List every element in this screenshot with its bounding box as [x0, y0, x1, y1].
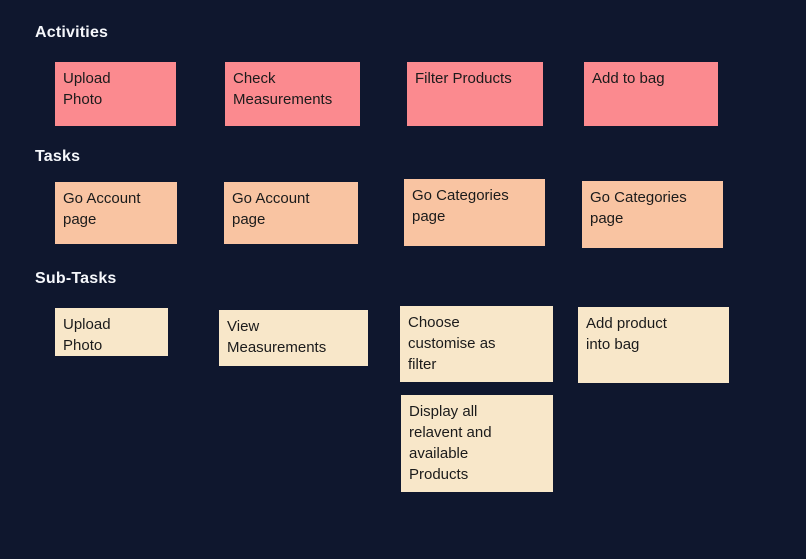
section-label-tasks: Tasks [35, 148, 81, 165]
activity-card-upload-photo[interactable]: Upload Photo [55, 62, 176, 126]
task-card-go-account-page-1[interactable]: Go Account page [55, 182, 177, 244]
subtask-card-choose-customise-as-filter[interactable]: Choose customise as filter [400, 306, 553, 382]
activity-card-filter-products[interactable]: Filter Products [407, 62, 543, 126]
activity-card-check-measurements[interactable]: Check Measurements [225, 62, 360, 126]
task-card-go-categories-page-1[interactable]: Go Categories page [404, 179, 545, 246]
section-label-activities: Activities [35, 24, 109, 41]
task-card-go-categories-page-2[interactable]: Go Categories page [582, 181, 723, 248]
activity-card-add-to-bag[interactable]: Add to bag [584, 62, 718, 126]
section-label-sub-tasks: Sub-Tasks [35, 270, 117, 287]
task-card-go-account-page-2[interactable]: Go Account page [224, 182, 358, 244]
subtask-card-upload-photo[interactable]: Upload Photo [55, 308, 168, 356]
subtask-card-add-product-into-bag[interactable]: Add product into bag [578, 307, 729, 383]
subtask-card-display-all-relavent-and-available-products[interactable]: Display all relavent and available Produ… [401, 395, 553, 492]
subtask-card-view-measurements[interactable]: View Measurements [219, 310, 368, 366]
